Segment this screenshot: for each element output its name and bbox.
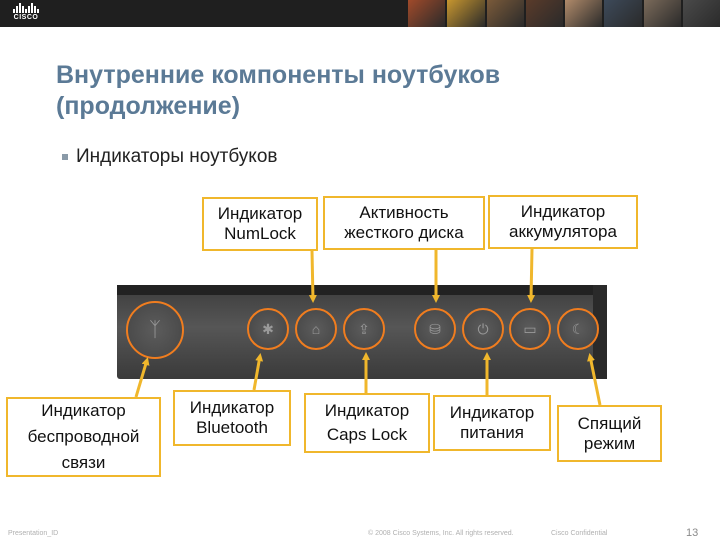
header-photo [447, 0, 485, 27]
title-line-2: (продолжение) [56, 92, 241, 120]
sleep-indicator: ☾ [557, 308, 599, 350]
cisco-logo: CISCO [8, 3, 44, 23]
header-photo [643, 0, 681, 27]
label-bluetooth-line2: Bluetooth [196, 418, 268, 437]
power-indicator: ⏻ [462, 308, 504, 350]
label-power: Индикатор питания [433, 395, 551, 451]
panel-edge [117, 285, 607, 295]
numlock-indicator: ⌂ [295, 308, 337, 350]
label-wireless-line3: связи [61, 453, 106, 472]
header-photo [486, 0, 524, 27]
header-photo [604, 0, 642, 27]
footer-presentation-id: Presentation_ID [8, 530, 59, 537]
bullet-item: Индикаторы ноутбуков [62, 146, 278, 168]
label-hdd-line1: Активность [359, 203, 449, 222]
header-photo [408, 0, 446, 27]
arrow-battery [527, 248, 536, 303]
header-photo [565, 0, 603, 27]
label-capslock-line1: Индикатор [324, 401, 410, 420]
header-photo [682, 0, 720, 27]
wireless-indicator: ᛉ [126, 301, 184, 359]
label-capslock-line2: Caps Lock [326, 425, 408, 444]
label-numlock-line1: Индикатор [217, 204, 303, 223]
label-sleep: Спящий режим [557, 405, 662, 462]
label-battery: Индикатор аккумулятора [488, 195, 638, 249]
photo-strip [408, 0, 720, 27]
top-banner: CISCO [0, 0, 720, 27]
panel-side [593, 285, 607, 379]
label-battery-line1: Индикатор [520, 202, 606, 221]
arrow-bluetooth [252, 353, 264, 391]
power-icon: ⏻ [477, 320, 489, 337]
arrow-sleep [587, 353, 602, 406]
arrow-wireless [134, 357, 150, 398]
label-sleep-line1: Спящий [577, 413, 642, 433]
label-bluetooth-line1: Индикатор [189, 398, 275, 417]
sleep-icon: ☾ [571, 320, 585, 337]
footer-confidential: Cisco Confidential [551, 530, 608, 537]
bullet-marker [62, 154, 68, 160]
label-power-line2: питания [460, 423, 524, 442]
label-numlock: Индикатор NumLock [202, 197, 318, 251]
label-hdd-line2: жесткого диска [344, 223, 464, 242]
battery-indicator: ▭ [509, 308, 551, 350]
label-bluetooth: Индикатор Bluetooth [173, 390, 291, 446]
title-line-1: Внутренние компоненты ноутбуков [56, 61, 501, 89]
label-battery-line2: аккумулятора [509, 222, 617, 241]
label-sleep-line2: режим [583, 433, 636, 453]
label-wireless: Индикатор беспроводной связи [6, 397, 161, 477]
bluetooth-indicator: ✱ [247, 308, 289, 350]
label-wireless-line2: беспроводной [27, 427, 140, 446]
header-photo [525, 0, 563, 27]
label-numlock-line2: NumLock [224, 224, 296, 243]
footer-copyright: © 2008 Cisco Systems, Inc. All rights re… [368, 530, 514, 537]
bluetooth-icon: ✱ [262, 320, 274, 337]
logo-text: CISCO [13, 14, 39, 21]
label-wireless-line1: Индикатор [41, 401, 126, 420]
capslock-indicator: ⇪ [343, 308, 385, 350]
battery-icon: ▭ [523, 320, 537, 337]
page-number: 13 [686, 527, 699, 539]
slide-title: Внутренние компоненты ноутбуков (продолж… [56, 60, 500, 122]
bullet-text: Индикаторы ноутбуков [76, 146, 278, 167]
label-hdd-activity: Активность жесткого диска [323, 196, 485, 250]
label-capslock: Индикатор Caps Lock [304, 393, 430, 453]
numlock-icon: ⌂ [311, 321, 321, 337]
hdd-indicator: ⛁ [414, 308, 456, 350]
label-power-line1: Индикатор [449, 403, 535, 422]
hdd-icon: ⛁ [429, 320, 441, 337]
arrow-numlock [308, 250, 317, 303]
wireless-icon: ᛉ [149, 318, 161, 341]
capslock-icon: ⇪ [358, 320, 370, 337]
